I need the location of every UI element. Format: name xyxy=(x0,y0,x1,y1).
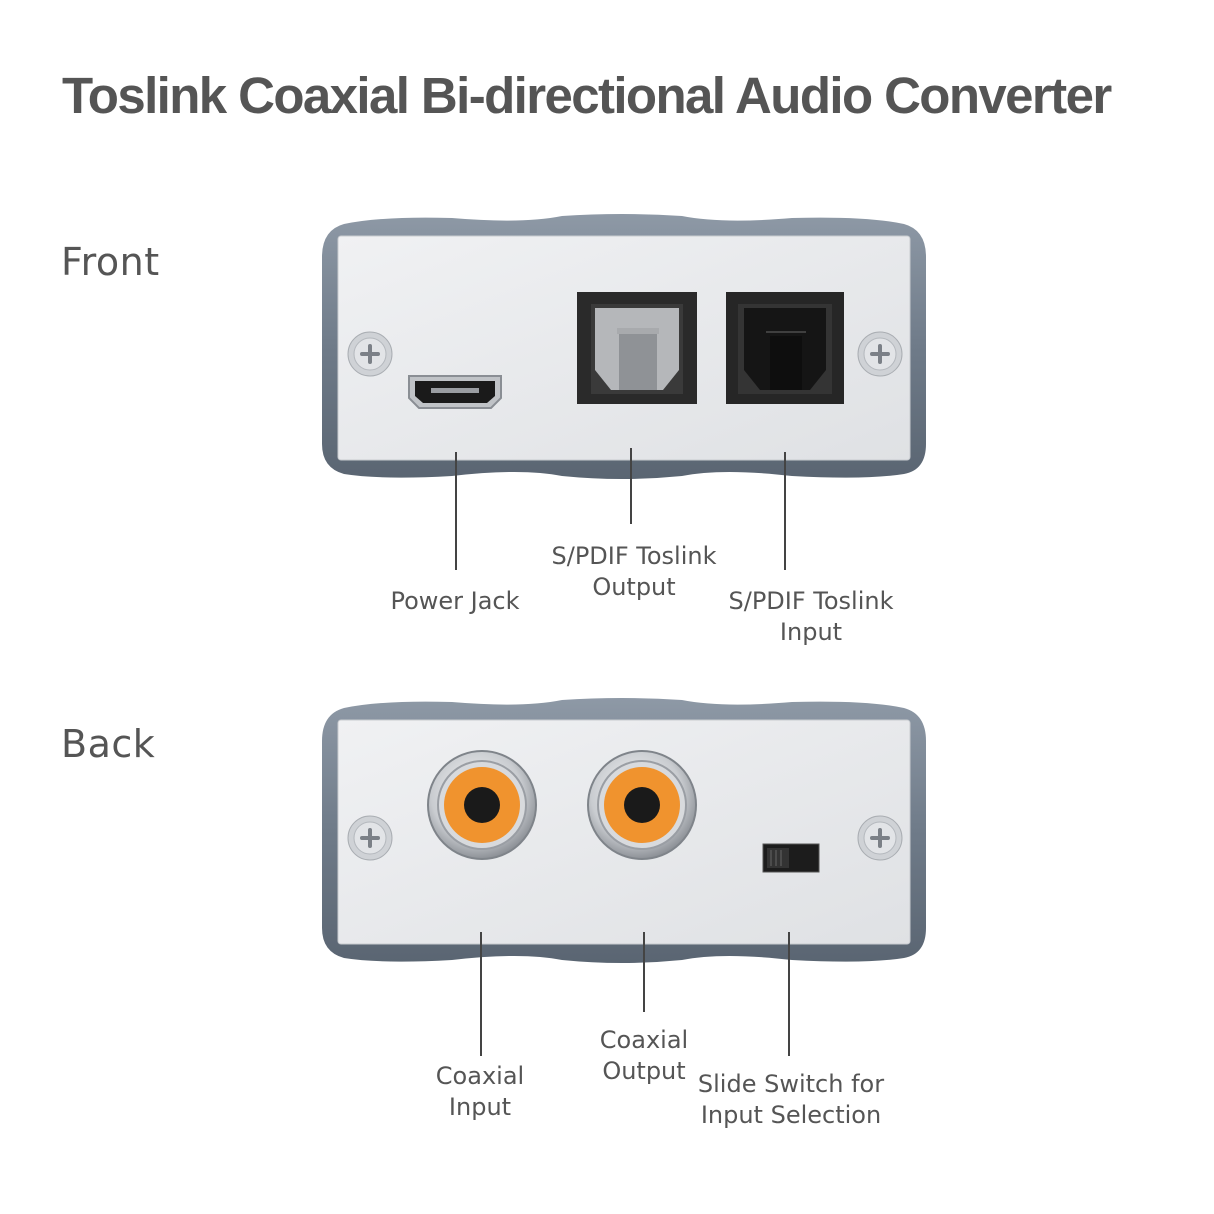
coaxial-output-callout: Coaxial Output xyxy=(569,1025,719,1087)
toslink-output-callout: S/PDIF Toslink Output xyxy=(534,541,734,603)
front-label: Front xyxy=(61,240,160,284)
front-panel-device xyxy=(322,214,926,479)
coaxial-input-line2: Input xyxy=(448,1093,512,1121)
screw-icon xyxy=(347,815,393,861)
toslink-input-port xyxy=(726,292,844,404)
coaxial-output-line2: Output xyxy=(602,1057,686,1085)
slide-switch-callout: Slide Switch for Input Selection xyxy=(681,1069,901,1131)
screw-icon xyxy=(857,815,903,861)
slide-switch-line1: Slide Switch for xyxy=(697,1070,885,1098)
screw-icon xyxy=(857,331,903,377)
toslink-output-port xyxy=(577,292,697,404)
coaxial-input-port xyxy=(427,750,537,860)
toslink-input-line2: Input xyxy=(779,618,843,646)
toslink-output-leader xyxy=(630,448,632,524)
slide-switch-line2: Input Selection xyxy=(700,1101,882,1129)
screw-icon xyxy=(347,331,393,377)
page-title: Toslink Coaxial Bi-directional Audio Con… xyxy=(62,67,1112,124)
toslink-input-line1: S/PDIF Toslink xyxy=(728,587,894,615)
coaxial-output-port xyxy=(587,750,697,860)
coaxial-output-leader xyxy=(643,932,645,1012)
toslink-input-leader xyxy=(784,452,786,570)
back-label: Back xyxy=(61,722,156,766)
coaxial-input-line1: Coaxial xyxy=(435,1062,525,1090)
slide-switch xyxy=(762,843,820,873)
toslink-output-line2: Output xyxy=(592,573,676,601)
coaxial-input-callout: Coaxial Input xyxy=(405,1061,555,1123)
power-jack-text: Power Jack xyxy=(390,587,520,615)
power-jack-leader xyxy=(455,452,457,570)
power-jack-callout: Power Jack xyxy=(370,586,540,617)
back-panel-device xyxy=(322,698,926,963)
toslink-input-callout: S/PDIF Toslink Input xyxy=(711,586,911,648)
power-jack-port xyxy=(408,375,502,409)
slide-switch-leader xyxy=(788,932,790,1056)
coaxial-input-leader xyxy=(480,932,482,1056)
coaxial-output-line1: Coaxial xyxy=(599,1026,689,1054)
toslink-output-line1: S/PDIF Toslink xyxy=(551,542,717,570)
